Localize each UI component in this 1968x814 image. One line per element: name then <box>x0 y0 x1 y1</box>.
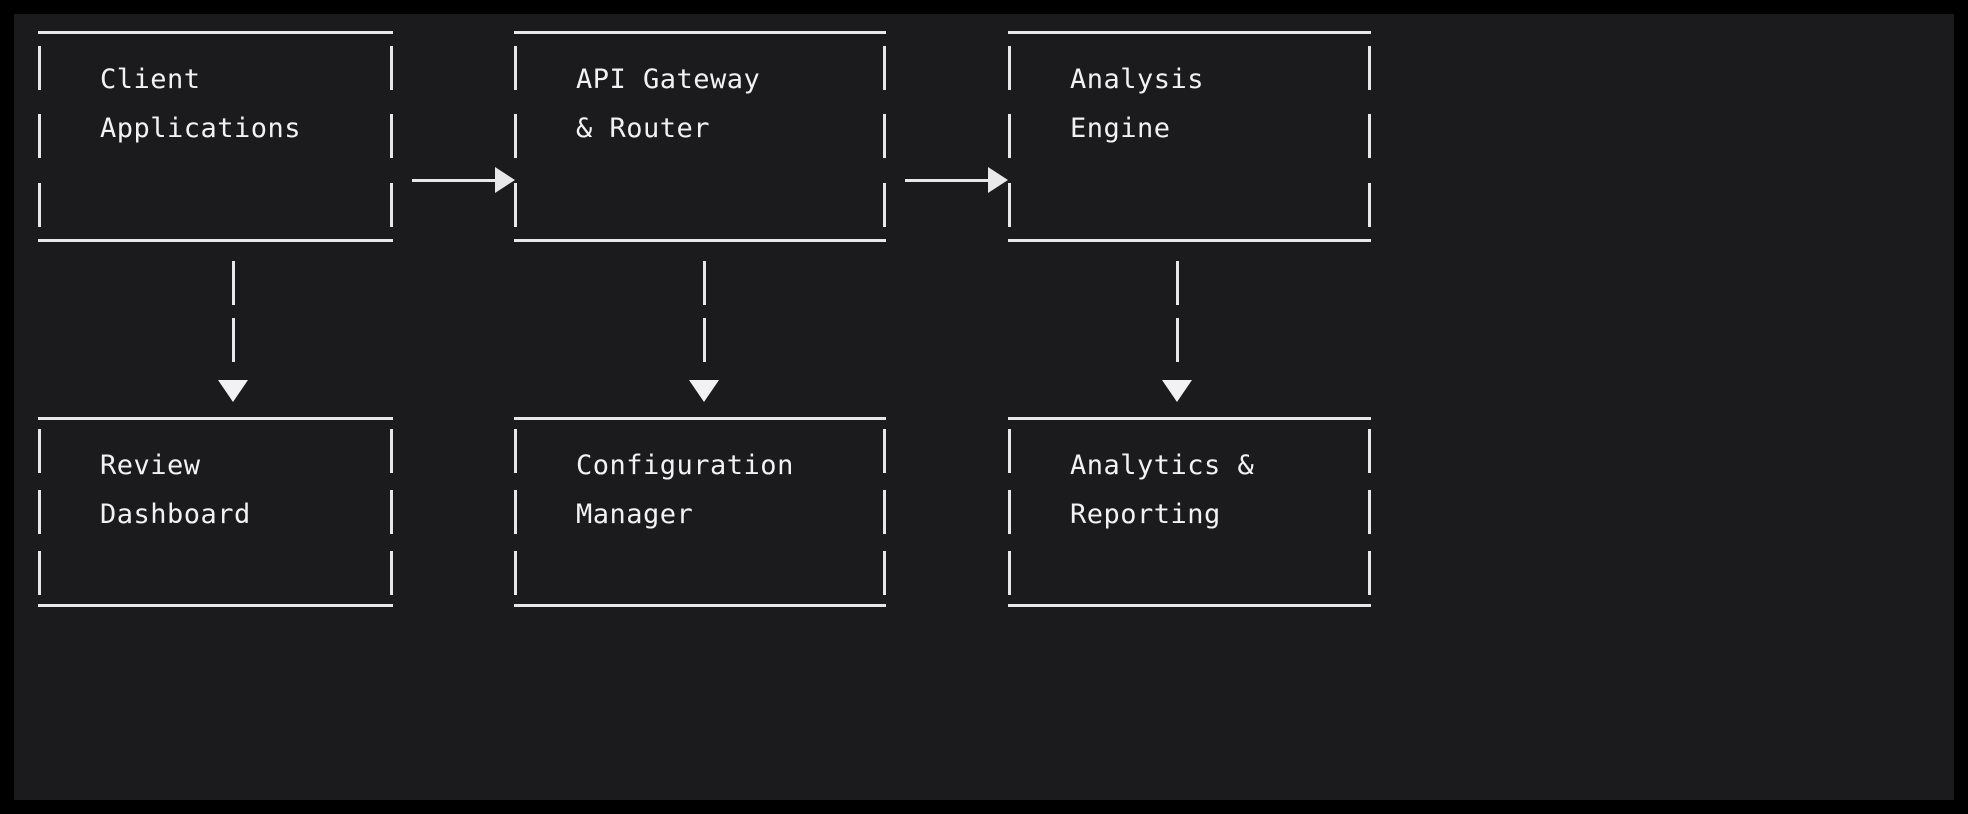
diagram-panel: Client Applications API Gateway & Router <box>14 14 1954 800</box>
arrow-gateway-to-engine <box>905 165 1008 195</box>
box-right-border <box>883 420 886 604</box>
node-label-line-1: API Gateway <box>576 64 761 95</box>
node-label-line-1: Configuration <box>576 450 794 481</box>
box-top-border <box>1008 31 1371 34</box>
box-bottom-border <box>514 239 886 242</box>
arrow-head-down-icon <box>689 380 719 402</box>
arrow-segment <box>231 261 235 305</box>
node-label-group: Client Applications <box>100 55 353 153</box>
arrow-segment <box>702 261 706 305</box>
node-label-line-1: Client <box>100 64 201 95</box>
node-label-group: Analytics & Reporting <box>1070 441 1331 539</box>
node-label-line-2: Dashboard <box>100 499 251 530</box>
arrow-segment <box>1175 318 1179 362</box>
box-left-border <box>514 34 517 239</box>
box-bottom-border <box>1008 239 1371 242</box>
box-top-border <box>38 417 393 420</box>
box-top-border <box>514 31 886 34</box>
arrow-client-to-dashboard <box>218 261 248 402</box>
arrow-segment <box>1175 261 1179 305</box>
box-left-border <box>1008 34 1011 239</box>
box-left-border <box>514 420 517 604</box>
box-bottom-border <box>38 604 393 607</box>
node-label-group: Analysis Engine <box>1070 55 1331 153</box>
node-review-dashboard[interactable]: Review Dashboard <box>38 417 393 607</box>
architecture-diagram: Client Applications API Gateway & Router <box>14 14 1954 800</box>
node-label-group: API Gateway & Router <box>576 55 846 153</box>
box-right-border <box>1368 420 1371 604</box>
arrow-engine-to-analytics <box>1162 261 1192 402</box>
node-client-applications[interactable]: Client Applications <box>38 31 393 242</box>
arrow-shaft <box>905 178 988 182</box>
node-label-line-2: Engine <box>1070 113 1171 144</box>
node-label-group: Review Dashboard <box>100 441 353 539</box>
box-top-border <box>1008 417 1371 420</box>
node-label-line-1: Analytics & <box>1070 450 1255 481</box>
node-label-line-1: Review <box>100 450 201 481</box>
node-label-line-2: Manager <box>576 499 694 530</box>
box-right-border <box>1368 34 1371 239</box>
box-bottom-border <box>1008 604 1371 607</box>
node-label-line-2: Reporting <box>1070 499 1221 530</box>
arrow-gateway-to-config <box>689 261 719 402</box>
arrow-head-icon <box>988 167 1008 193</box>
box-right-border <box>390 34 393 239</box>
node-api-gateway-router[interactable]: API Gateway & Router <box>514 31 886 242</box>
node-analysis-engine[interactable]: Analysis Engine <box>1008 31 1371 242</box>
node-label-line-1: Analysis <box>1070 64 1205 95</box>
box-left-border <box>1008 420 1011 604</box>
box-top-border <box>514 417 886 420</box>
box-left-border <box>38 34 41 239</box>
node-label-line-2: Applications <box>100 113 302 144</box>
node-label-line-2: & Router <box>576 113 711 144</box>
node-label-group: Configuration Manager <box>576 441 846 539</box>
arrow-head-down-icon <box>218 380 248 402</box>
box-bottom-border <box>514 604 886 607</box>
box-bottom-border <box>38 239 393 242</box>
arrow-segment <box>702 318 706 362</box>
arrow-head-down-icon <box>1162 380 1192 402</box>
box-right-border <box>390 420 393 604</box>
node-configuration-manager[interactable]: Configuration Manager <box>514 417 886 607</box>
box-top-border <box>38 31 393 34</box>
node-analytics-reporting[interactable]: Analytics & Reporting <box>1008 417 1371 607</box>
arrow-shaft <box>412 178 495 182</box>
arrow-segment <box>231 318 235 362</box>
arrow-client-to-gateway <box>412 165 515 195</box>
box-right-border <box>883 34 886 239</box>
box-left-border <box>38 420 41 604</box>
arrow-head-icon <box>495 167 515 193</box>
